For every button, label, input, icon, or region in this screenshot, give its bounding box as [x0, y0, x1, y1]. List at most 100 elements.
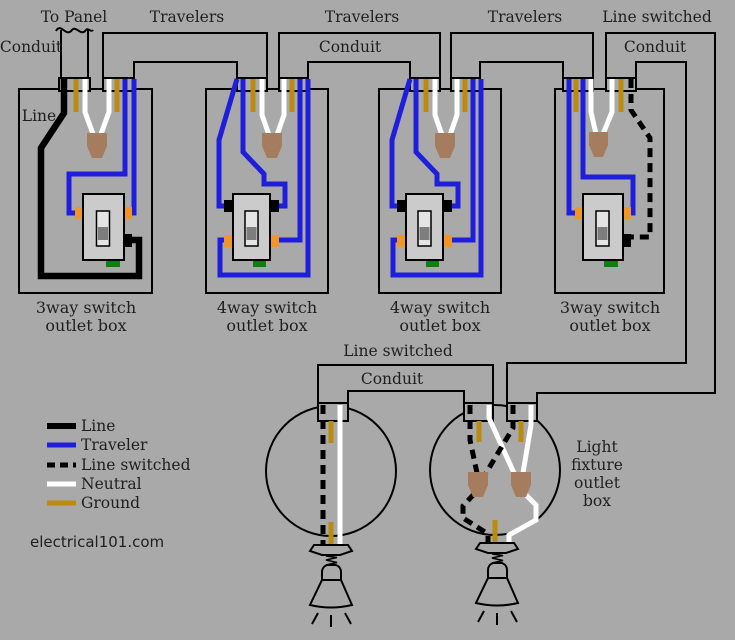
box4-label-line1: 3way switch [560, 298, 660, 317]
conduit-arch-inner [347, 390, 465, 403]
box3-label-line2: outlet box [399, 316, 480, 335]
conduit-break-squiggle [55, 27, 94, 34]
light-rays-icon [477, 610, 518, 625]
box4-label-line2: outlet box [569, 316, 650, 335]
ground-terminal [253, 259, 266, 267]
light-fixture-1 [308, 544, 354, 627]
neutral-wire [82, 79, 96, 135]
wire-nut [435, 133, 455, 158]
traveler-wire [217, 79, 311, 278]
fixture-label-line3: outlet [574, 474, 621, 492]
output-terminal [442, 235, 452, 247]
wire-nut [468, 472, 488, 497]
ground-wires [73, 79, 624, 546]
site-credit: electrical101.com [30, 533, 164, 551]
travelers-label-3: Travelers [488, 8, 562, 26]
box3-label-line1: 4way switch [390, 298, 490, 317]
conduit-label-right: Conduit [624, 38, 687, 56]
legend-label-neutral: Neutral [81, 475, 142, 493]
neutral-wire [588, 79, 599, 135]
switch-3way-2 [575, 193, 631, 267]
neutral-wire [432, 79, 445, 136]
traveler-terminal [575, 207, 584, 219]
fixture-label-line2: fixture [571, 456, 623, 474]
traveler-wire [66, 79, 128, 216]
traveler-wire [216, 78, 240, 209]
fixture-label-line1: Light [576, 438, 618, 456]
conduit-arch-outer [102, 32, 268, 78]
conduit-run-inner [506, 61, 687, 403]
travelers-label-1: Travelers [150, 8, 224, 26]
fixture-shade [474, 577, 520, 607]
fixture-socket [487, 562, 508, 579]
input-terminal [397, 200, 407, 212]
traveler-wire [413, 79, 461, 209]
legend-label-line: Line [81, 417, 115, 435]
neutral-wire [274, 79, 287, 136]
wire-nut [589, 132, 608, 157]
legend-label-traveler: Traveler [81, 436, 148, 454]
neutral-wire [506, 492, 539, 546]
fixture-canopy [308, 544, 354, 556]
conduit-label-mid: Conduit [319, 38, 382, 56]
line-switched-wire [483, 405, 516, 475]
traveler-wire [278, 79, 303, 243]
neutral-wire [259, 79, 272, 136]
neutral-wire [600, 79, 615, 135]
travelers-label-2: Travelers [325, 8, 399, 26]
conduit-label-lower: Conduit [361, 370, 424, 388]
line-switched-label-lower: Line switched [343, 342, 453, 360]
fixture-canopy [474, 542, 520, 554]
neutral-wire [486, 405, 517, 475]
common-terminal [123, 234, 132, 247]
conduit-label-panel: Conduit [0, 38, 63, 56]
line-label: Line [22, 107, 56, 125]
traveler-wire [390, 79, 484, 278]
traveler-wire [580, 79, 636, 216]
diagram-labels: To Panel Travelers Travelers Travelers L… [0, 8, 712, 551]
conduit-arch-inner [133, 61, 238, 78]
switch-4way-1 [224, 193, 279, 267]
to-panel-label: To Panel [41, 8, 108, 26]
traveler-wire [566, 79, 577, 216]
wire-nut [87, 133, 107, 158]
neutral-wire [447, 79, 460, 136]
traveler-terminal [123, 207, 132, 219]
box1-label-line1: 3way switch [36, 298, 136, 317]
conduit-arch-inner [307, 61, 411, 78]
ground-terminal [604, 259, 618, 267]
line-switched-label-top: Line switched [602, 8, 712, 26]
light-fixture-2 [474, 542, 520, 625]
conduit-arch-inner [479, 61, 564, 78]
wire-nut [262, 133, 282, 158]
conduit-runs [55, 27, 716, 403]
legend [47, 423, 76, 506]
line-switched-wire [467, 405, 480, 474]
conduit-arch-outer [278, 32, 441, 78]
common-terminal [622, 234, 631, 247]
input-terminal [224, 200, 234, 212]
fixture-stem-coil [491, 553, 504, 564]
input-terminal [442, 200, 452, 212]
output-terminal [397, 235, 407, 247]
box2-label-line2: outlet box [226, 316, 307, 335]
line-switched-wires [320, 79, 653, 546]
line-wires [37, 79, 143, 280]
traveler-wire [240, 79, 288, 209]
input-terminal [269, 200, 279, 212]
fixture-socket [321, 564, 342, 581]
traveler-wire [389, 78, 413, 209]
fixture-stem-coil [325, 555, 338, 566]
traveler-terminal [75, 207, 84, 219]
toggle-handle [246, 227, 257, 240]
traveler-terminal [622, 207, 631, 219]
output-terminal [224, 235, 234, 247]
switch-3way-1 [75, 193, 132, 267]
traveler-wire [451, 79, 476, 243]
wire-nut [511, 472, 531, 497]
output-terminal [269, 235, 279, 247]
toggle-handle [597, 227, 608, 240]
neutral-wire [520, 405, 534, 474]
neutral-wire [98, 79, 112, 135]
